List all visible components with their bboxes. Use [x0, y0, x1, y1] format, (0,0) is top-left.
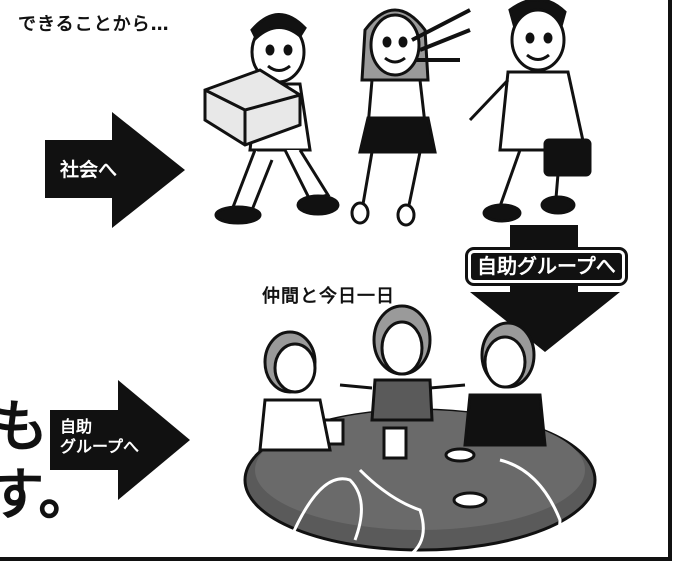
self-help-group-down-arrow	[470, 225, 620, 352]
woman-flowers-figure	[350, 8, 471, 227]
self-help-group-left-arrow-label-line2: グループへ	[60, 437, 140, 456]
self-help-group-left-arrow-label-line1: 自助	[60, 417, 93, 436]
foreground-silhouettes	[288, 458, 562, 557]
self-help-group-left-arrow	[50, 380, 190, 500]
businessman-figure	[468, 0, 592, 223]
seated-friends-figures	[258, 304, 547, 452]
mover-figure	[203, 13, 340, 225]
society-arrow	[45, 112, 185, 228]
caption-middle: 仲間と今日一日	[262, 286, 395, 307]
society-arrow-label: 社会へ	[60, 159, 118, 181]
self-help-group-down-arrow-label: 自助グループへ	[465, 247, 628, 286]
caption-top-left: できることから…	[18, 14, 170, 35]
edge-text-char-1: も	[0, 395, 48, 460]
edge-text-char-2: す。	[0, 463, 95, 528]
